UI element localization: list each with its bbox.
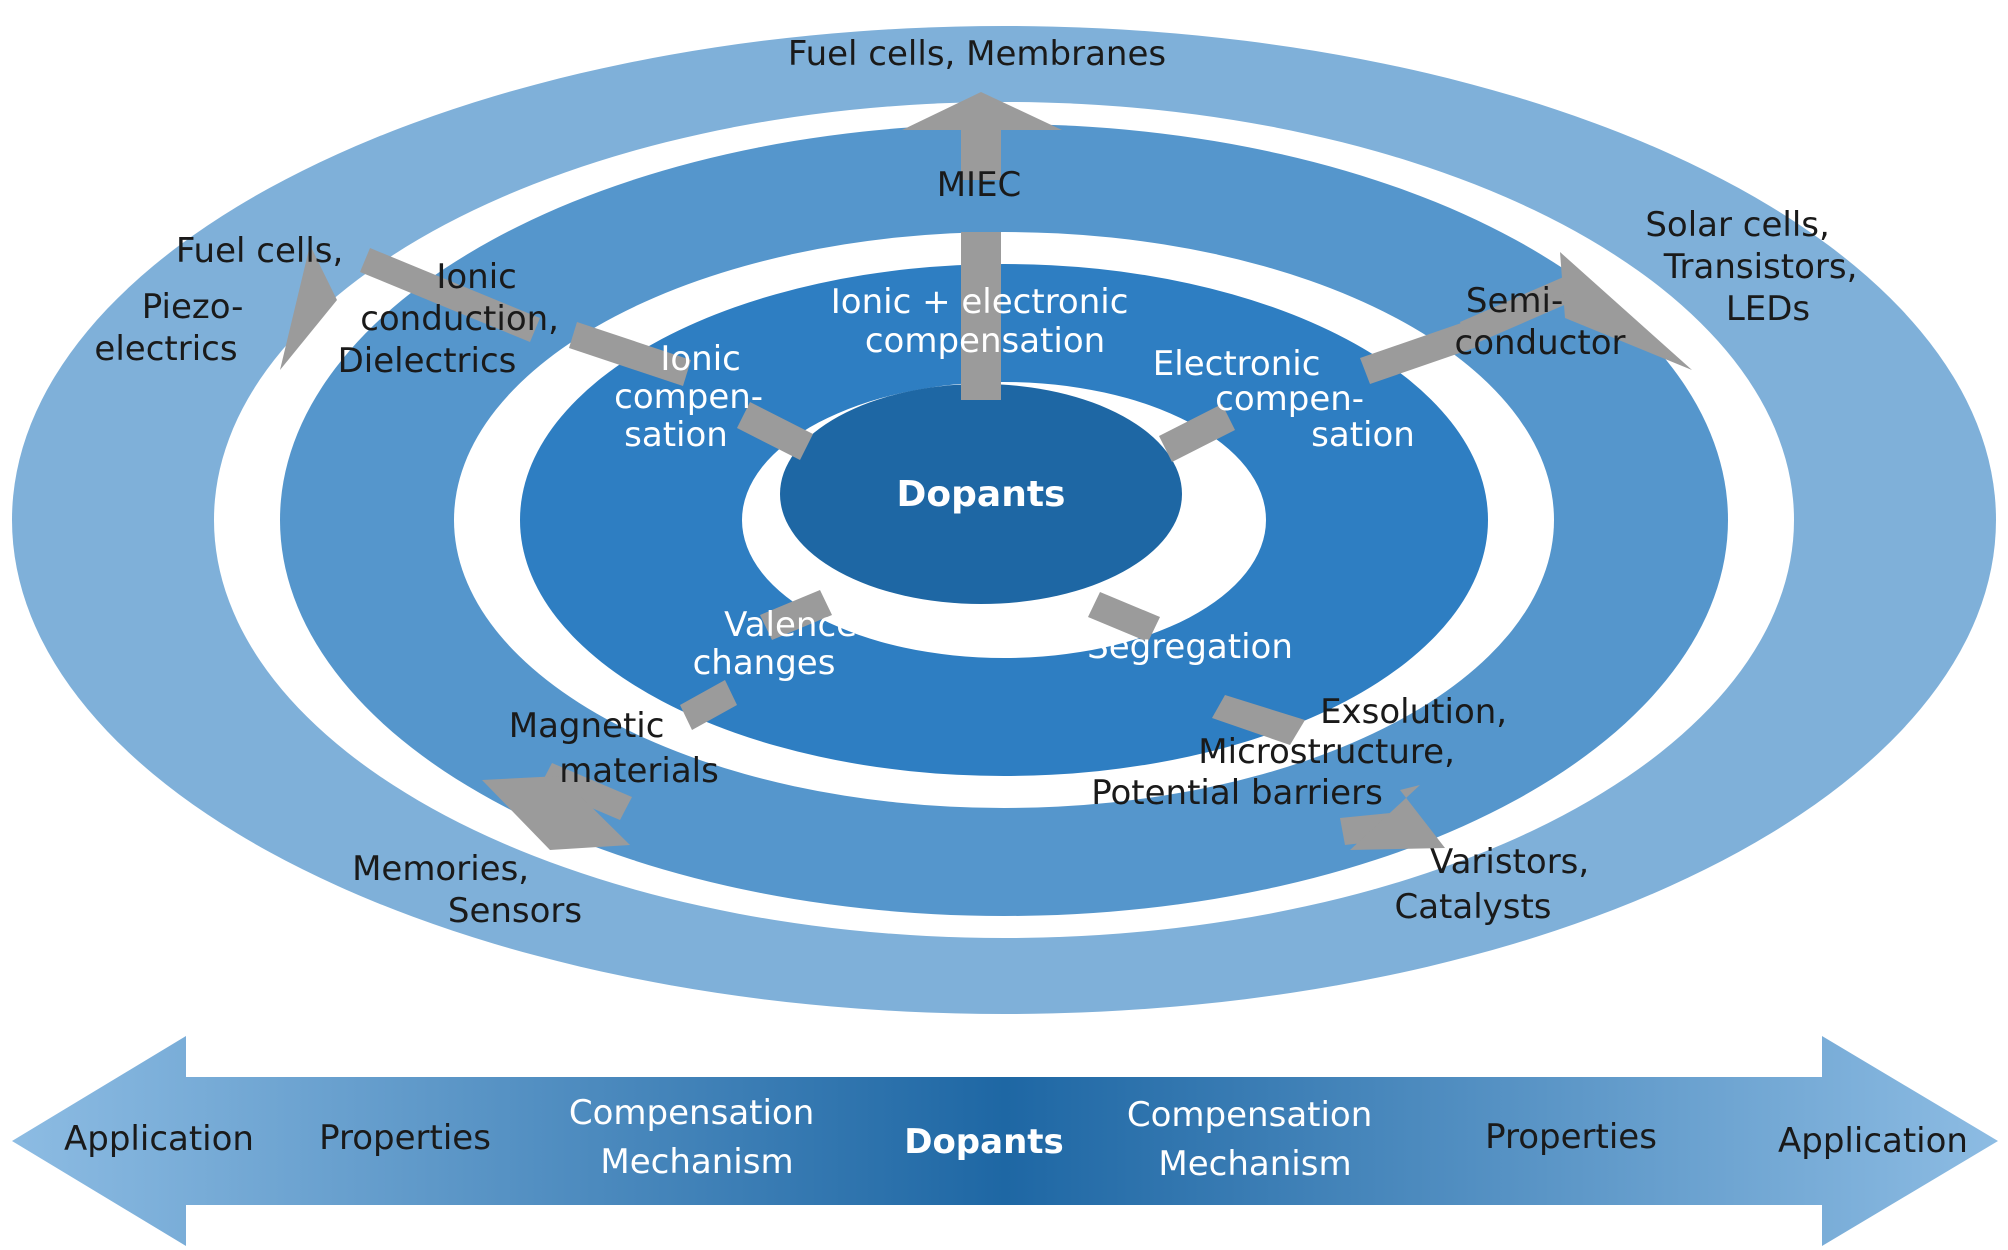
property-label-top: MIEC [937, 165, 1022, 205]
mechanism-label-upper-right: Electronic compen- sation [1153, 344, 1415, 455]
property-label-upper-right: Semi- conductor [1455, 281, 1626, 363]
dopants-center-label: Dopants [897, 474, 1066, 515]
arrow-upper-left [280, 245, 813, 460]
arrow-top [902, 92, 1062, 400]
scale-label-properties-right: Properties [1485, 1117, 1657, 1157]
mechanism-label-top: Ionic + electronic compensation [831, 282, 1139, 361]
application-label-top: Fuel cells, Membranes [788, 34, 1166, 74]
scale-label-properties-left: Properties [319, 1118, 491, 1158]
mechanism-label-lower-left: Valence changes [693, 605, 868, 683]
property-label-lower-right: Exsolution, Microstructure, Potential ba… [1091, 692, 1518, 813]
application-label-upper-right: Solar cells, Transistors, LEDs [1645, 205, 1868, 329]
application-label-lower-left: Memories, Sensors [352, 849, 582, 931]
scale-label-application-left: Application [64, 1119, 254, 1159]
scale-label-mechanism-right: Compensation Mechanism [1127, 1095, 1383, 1184]
scale-bar [12, 1036, 1998, 1246]
scale-label-application-right: Application [1778, 1121, 1968, 1161]
mechanism-label-lower-right: Segregation [1087, 627, 1293, 667]
property-label-lower-left: Magnetic materials [509, 706, 719, 791]
application-label-upper-left: Fuel cells, Piezo- electrics [94, 231, 354, 369]
mechanism-label-upper-left: Ionic compen- sation [614, 339, 774, 455]
scale-label-dopants: Dopants [904, 1122, 1064, 1162]
arrow-lower-left [482, 590, 832, 850]
scale-label-mechanism-left: Compensation Mechanism [569, 1093, 825, 1182]
arrow-upper-right [1159, 252, 1692, 462]
property-label-upper-left: Ionic conduction, Dielectrics [338, 257, 570, 381]
dopants-center [780, 384, 1182, 604]
application-label-lower-right: Varistors, Catalysts [1394, 842, 1600, 927]
arrow-lower-right [1088, 592, 1445, 850]
